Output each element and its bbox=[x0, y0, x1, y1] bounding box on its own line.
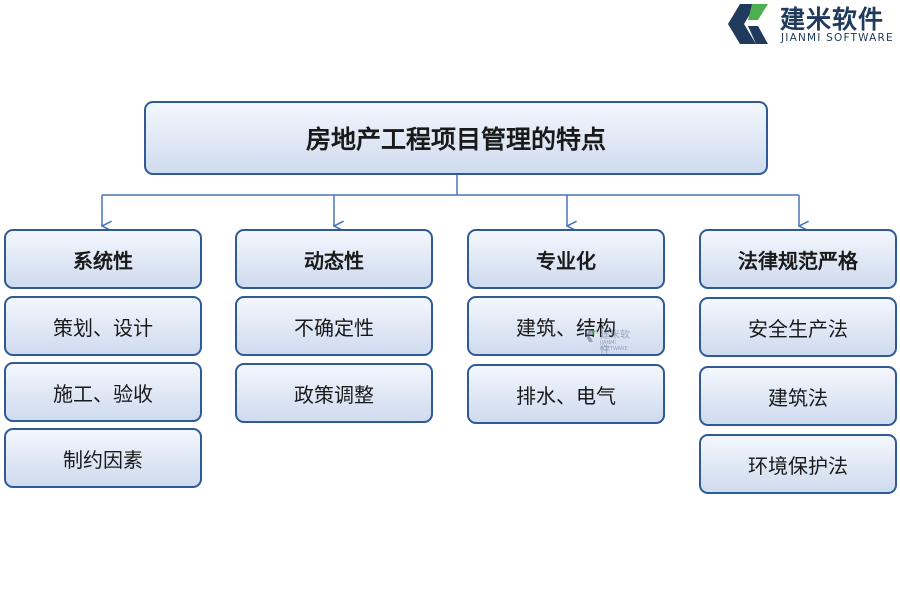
category-node-4: 法律规范严格 bbox=[699, 229, 897, 289]
logo-name-en: JIANMI SOFTWARE bbox=[781, 32, 894, 44]
watermark-logo: 建米软件 JIANMI SOFTWARE bbox=[586, 326, 638, 356]
category-node-1: 系统性 bbox=[4, 229, 202, 289]
brand-logo: 建米软件 JIANMI SOFTWARE bbox=[726, 0, 900, 48]
logo-mark-icon bbox=[728, 4, 768, 44]
item-node: 建筑法 bbox=[699, 366, 897, 426]
category-node-2: 动态性 bbox=[235, 229, 433, 289]
category-node-3: 专业化 bbox=[467, 229, 665, 289]
item-node: 不确定性 bbox=[235, 296, 433, 356]
item-node: 建筑、结构 bbox=[467, 296, 665, 356]
logo-name-cn: 建米软件 bbox=[780, 5, 885, 34]
watermark-name-cn: 建米软件 bbox=[600, 330, 630, 356]
item-node: 制约因素 bbox=[4, 428, 202, 488]
watermark-mark-icon bbox=[586, 330, 597, 342]
item-node: 安全生产法 bbox=[699, 297, 897, 357]
item-node: 环境保护法 bbox=[699, 434, 897, 494]
item-node: 排水、电气 bbox=[467, 364, 665, 424]
root-node: 房地产工程项目管理的特点 bbox=[144, 101, 768, 175]
item-node: 施工、验收 bbox=[4, 362, 202, 422]
item-node: 策划、设计 bbox=[4, 296, 202, 356]
watermark-name-en: JIANMI SOFTWARE bbox=[600, 340, 628, 352]
item-node: 政策调整 bbox=[235, 363, 433, 423]
